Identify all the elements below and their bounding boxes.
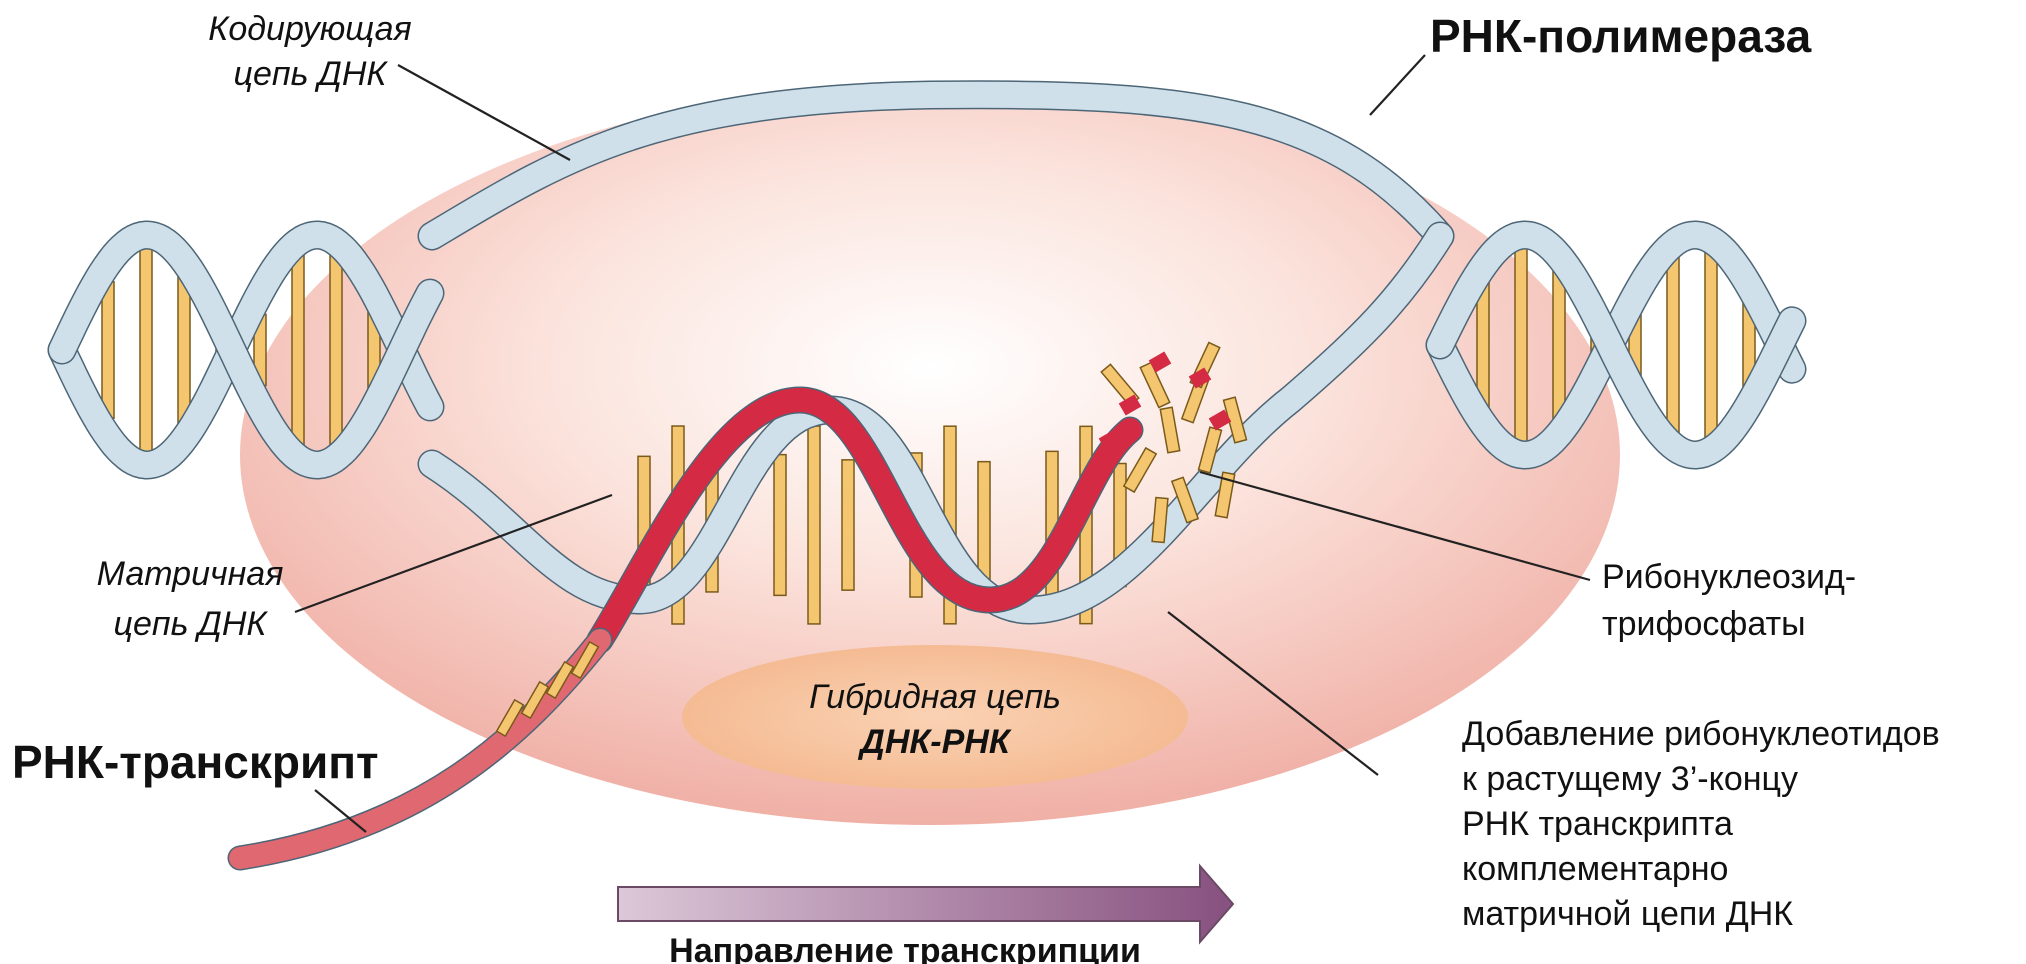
base-pair-left bbox=[292, 255, 304, 445]
base-pair-hybrid bbox=[842, 460, 854, 590]
label-hybrid-1: Гибридная цепь bbox=[809, 678, 1061, 716]
leader-coding-strand bbox=[398, 65, 570, 160]
label-template-strand-2: цепь ДНК bbox=[114, 605, 269, 643]
label-addition-5: матричной цепи ДНК bbox=[1462, 895, 1793, 933]
label-rna-transcript: РНК-транскрипт bbox=[12, 736, 379, 788]
base-pair-right bbox=[1515, 243, 1527, 448]
base-pair-left bbox=[330, 243, 342, 456]
label-direction: Направление транскрипции bbox=[669, 932, 1141, 964]
label-coding-strand-1: Кодирующая bbox=[208, 10, 411, 48]
base-pair-hybrid bbox=[774, 455, 786, 596]
label-addition-4: комплементарно bbox=[1462, 850, 1728, 888]
label-rna-polymerase: РНК-полимераза bbox=[1430, 10, 1812, 62]
label-addition-1: Добавление рибонуклеотидов bbox=[1462, 715, 1940, 753]
label-addition-2: к растущему 3’-концу bbox=[1462, 760, 1798, 798]
label-ribonucleoside-1: Рибонуклеозид- bbox=[1602, 558, 1856, 596]
label-ribonucleoside-2: трифосфаты bbox=[1602, 605, 1806, 643]
base-pair-right bbox=[1667, 254, 1679, 435]
base-pair-left bbox=[102, 282, 114, 419]
label-template-strand-1: Матричная bbox=[97, 555, 284, 593]
base-pair-right bbox=[1705, 243, 1717, 446]
hybrid-region bbox=[682, 645, 1188, 789]
label-coding-strand-2: цепь ДНК bbox=[234, 55, 389, 93]
label-hybrid-2: ДНК-РНК bbox=[857, 723, 1012, 761]
label-addition-3: РНК транскрипта bbox=[1462, 805, 1733, 843]
base-pair-hybrid bbox=[808, 426, 820, 624]
direction-arrow bbox=[618, 866, 1233, 942]
base-pair-left bbox=[140, 243, 152, 458]
leader-rna-polymerase bbox=[1370, 55, 1425, 115]
